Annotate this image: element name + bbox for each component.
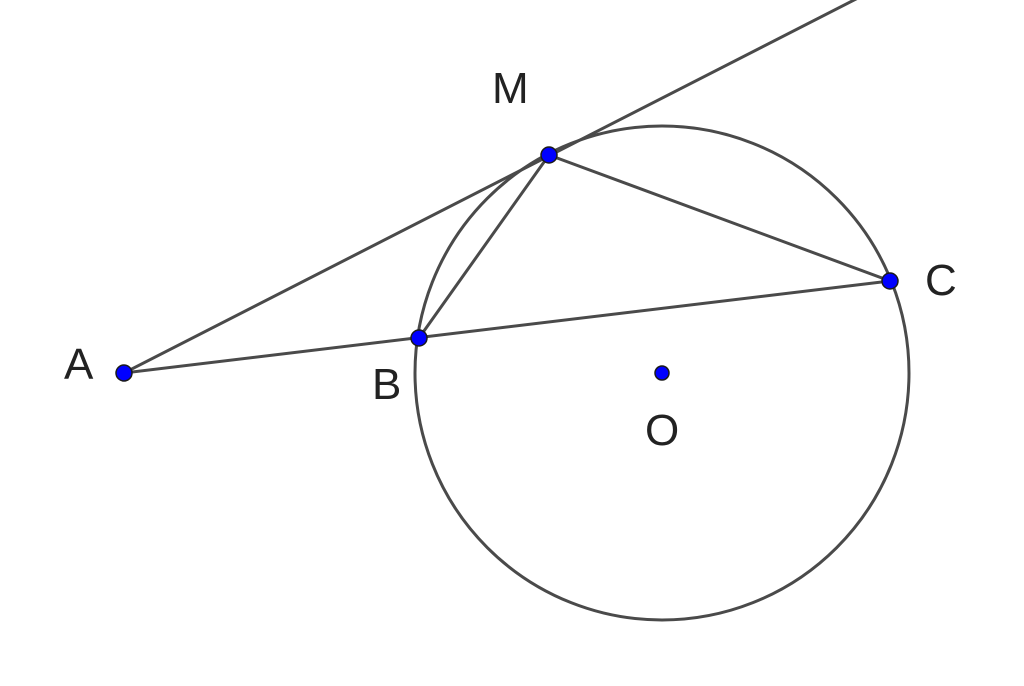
point-c[interactable] <box>881 272 899 290</box>
point-a[interactable] <box>115 364 133 382</box>
tangent-line-am <box>122 0 858 375</box>
label-a: A <box>64 340 94 389</box>
label-c: C <box>925 256 957 305</box>
point-m[interactable] <box>540 146 558 164</box>
label-o: O <box>645 406 679 455</box>
label-m: M <box>492 64 529 113</box>
point-o[interactable] <box>654 365 670 381</box>
point-b[interactable] <box>410 329 428 347</box>
segment-mb <box>417 153 551 340</box>
secant-line-abc <box>122 279 892 375</box>
segment-mc <box>547 153 892 283</box>
circle-o <box>413 124 911 622</box>
label-b: B <box>372 360 401 409</box>
